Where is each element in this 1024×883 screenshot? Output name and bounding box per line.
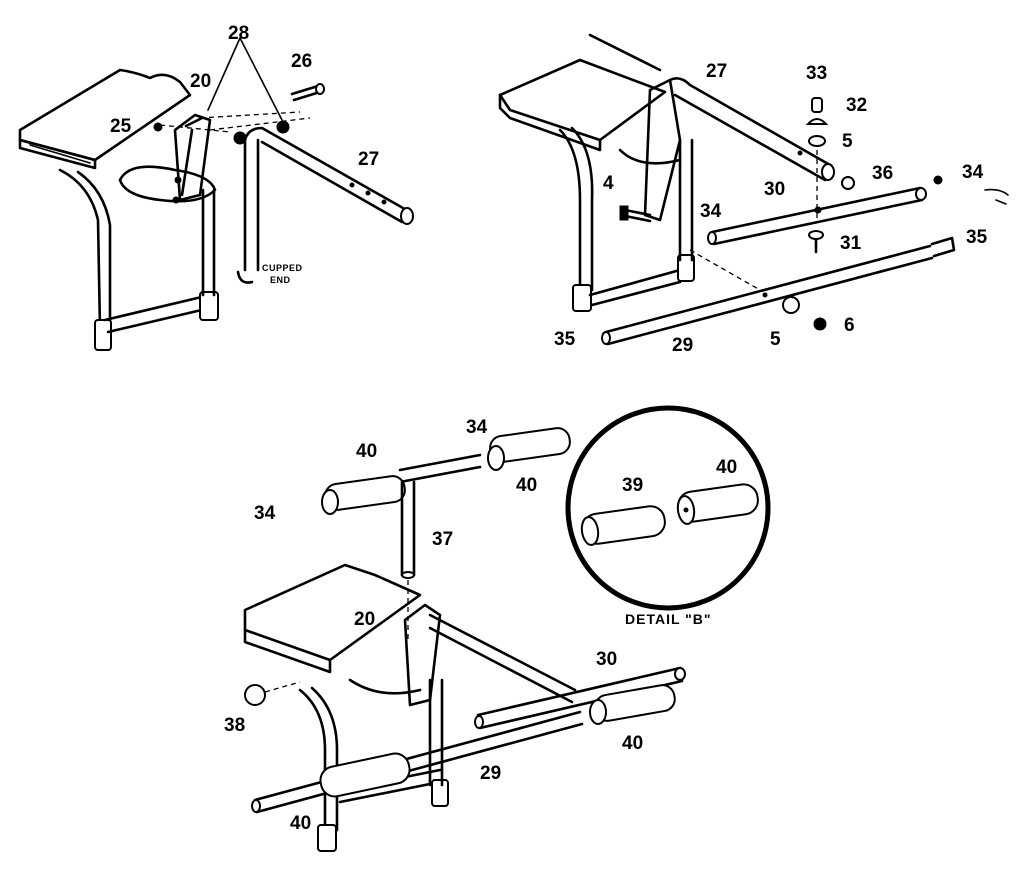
top-left-assembly <box>18 37 414 351</box>
callout-20: 20 <box>190 71 212 92</box>
callout-32: 32 <box>846 95 868 116</box>
callout-30b: 30 <box>596 649 618 670</box>
callout-37: 37 <box>432 529 454 550</box>
cupped-end-note-line2: END <box>270 275 291 285</box>
callout-40b: 40 <box>516 475 538 496</box>
callout-34b: 34 <box>700 201 722 222</box>
callout-40d: 40 <box>290 813 312 834</box>
part-27-tube <box>243 126 412 224</box>
bench-seat <box>18 68 192 162</box>
callout-34c: 34 <box>466 417 488 438</box>
callout-38: 38 <box>224 715 246 736</box>
part-27-tube-2 <box>668 77 832 182</box>
callout-40c: 40 <box>622 733 644 754</box>
part-29-bar <box>604 244 934 346</box>
callout-6: 6 <box>844 315 855 336</box>
callout-29: 29 <box>672 335 694 356</box>
bench-seat-3 <box>243 563 422 662</box>
top-right-assembly <box>498 33 1009 346</box>
part-29-bar-2 <box>253 710 584 814</box>
callout-5b: 5 <box>770 329 781 350</box>
callout-35a: 35 <box>966 227 988 248</box>
bottom-assembly <box>243 427 686 852</box>
cupped-end-note-line1: CUPPED <box>262 263 303 273</box>
callout-28: 28 <box>228 23 250 44</box>
callout-34a: 34 <box>962 162 984 183</box>
callout-20b: 20 <box>354 609 376 630</box>
upright-bracket <box>173 113 212 202</box>
detail-b-caption: DETAIL "B" <box>625 611 712 627</box>
callout-40a: 40 <box>356 441 378 462</box>
callout-35b: 35 <box>554 329 576 350</box>
callout-31: 31 <box>840 233 862 254</box>
part-37-post <box>400 480 416 577</box>
callout-27b: 27 <box>706 61 728 82</box>
callout-26: 26 <box>291 51 313 72</box>
seat-loop <box>118 165 217 203</box>
callout-34d: 34 <box>254 503 276 524</box>
callout-27: 27 <box>358 149 380 170</box>
callout-25: 25 <box>110 116 132 137</box>
callout-30: 30 <box>764 179 786 200</box>
callout-4: 4 <box>603 173 614 194</box>
bench-leg <box>58 168 102 332</box>
callout-5a: 5 <box>842 131 853 152</box>
callout-40e: 40 <box>716 457 738 478</box>
callout-29b: 29 <box>480 763 502 784</box>
bench-seat-2 <box>498 58 667 142</box>
callout-39: 39 <box>622 475 644 496</box>
detail-b-circle <box>565 405 771 611</box>
callout-33: 33 <box>806 63 828 84</box>
callout-36: 36 <box>872 163 894 184</box>
